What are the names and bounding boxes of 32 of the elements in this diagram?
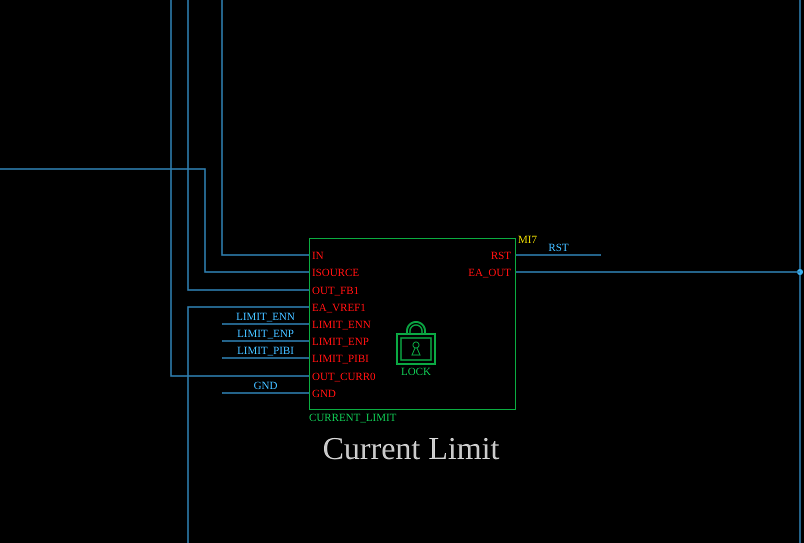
wire [222, 357, 309, 359]
pin-name: LIMIT_ENN [312, 318, 371, 332]
wire [516, 254, 601, 256]
pin-name: ISOURCE [312, 266, 360, 280]
cell-name: CURRENT_LIMIT [309, 412, 396, 424]
instance-name: MI7 [518, 234, 537, 246]
wire [516, 271, 800, 273]
net-label: GND [254, 380, 278, 392]
pin-name: LIMIT_PIBI [312, 352, 369, 366]
pin-name: GND [312, 387, 336, 401]
wire [187, 0, 309, 291]
wire [0, 168, 309, 273]
wire [221, 0, 309, 256]
pin-name: RST [490, 249, 511, 263]
net-label: RST [548, 242, 569, 254]
wire [222, 340, 309, 342]
pin-name: IN [312, 249, 324, 263]
wire [187, 306, 309, 543]
pin-name: OUT_FB1 [312, 284, 360, 298]
wire [222, 323, 309, 325]
title: Current Limit [322, 430, 500, 467]
net-label: LIMIT_PIBI [237, 345, 294, 357]
pin-name: LIMIT_ENP [312, 335, 369, 349]
wire [170, 0, 309, 377]
component-block [309, 238, 516, 410]
wire [222, 392, 309, 394]
pin-name: EA_OUT [468, 266, 511, 280]
pin-name: EA_VREF1 [312, 301, 366, 315]
net-label: LIMIT_ENP [237, 328, 294, 340]
net-label: LIMIT_ENN [236, 311, 295, 323]
lock-label: LOCK [401, 366, 431, 378]
pin-name: OUT_CURR0 [312, 370, 376, 384]
